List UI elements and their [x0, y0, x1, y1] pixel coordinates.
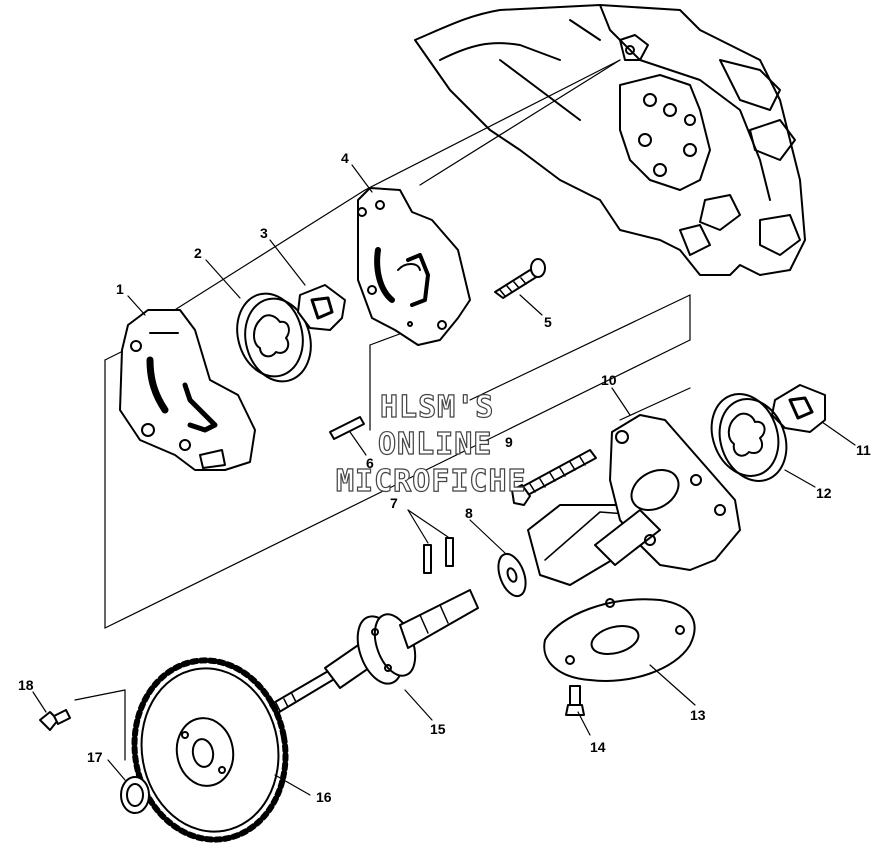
part-7-pins	[407, 509, 454, 574]
callout-labels: 1 2 3 4 5 6 7 8 9 10 11 12 13 14 15 16 1…	[18, 150, 871, 805]
callout-3: 3	[260, 225, 268, 241]
watermark-line-2: ONLINE	[377, 426, 493, 462]
part-17-washer	[120, 776, 150, 814]
engine-crankcase	[414, 4, 806, 276]
callout-14: 14	[590, 739, 606, 755]
callout-8: 8	[465, 505, 473, 521]
part-14-small-bolt	[565, 685, 585, 716]
part-2-outer-rotor	[236, 292, 312, 383]
part-8-washer	[497, 552, 527, 598]
callout-11: 11	[856, 442, 871, 458]
part-18-bolt	[39, 709, 71, 731]
callout-5: 5	[544, 314, 552, 330]
part-13-cover-plate	[543, 598, 696, 682]
part-10-pump-housing	[527, 414, 741, 586]
part-4-pump-body	[357, 187, 471, 346]
part-5-bolt	[494, 258, 546, 299]
callout-15: 15	[430, 721, 446, 737]
watermark-line-1: HLSM'S	[379, 389, 495, 425]
callout-1: 1	[116, 281, 124, 297]
part-11-inner-rotor	[771, 384, 826, 433]
watermark-line-3: MICROFICHE	[335, 463, 527, 499]
callout-4: 4	[341, 150, 349, 166]
callout-9: 9	[505, 434, 513, 450]
callout-12: 12	[816, 485, 832, 501]
callout-6: 6	[366, 455, 374, 471]
callout-leaders	[32, 164, 856, 796]
callout-10: 10	[601, 372, 617, 388]
callout-16: 16	[316, 789, 332, 805]
callout-18: 18	[18, 677, 34, 693]
part-9-long-bolt	[511, 449, 597, 506]
callout-17: 17	[87, 749, 103, 765]
callout-2: 2	[194, 245, 202, 261]
part-15-shaft	[269, 589, 479, 715]
part-1-pump-cover	[119, 309, 256, 471]
part-12-outer-rotor	[710, 393, 788, 482]
callout-13: 13	[690, 707, 706, 723]
callout-7: 7	[390, 495, 398, 511]
part-3-inner-rotor	[297, 284, 346, 331]
part-16-gear	[131, 657, 289, 843]
part-6-pin	[329, 416, 365, 440]
